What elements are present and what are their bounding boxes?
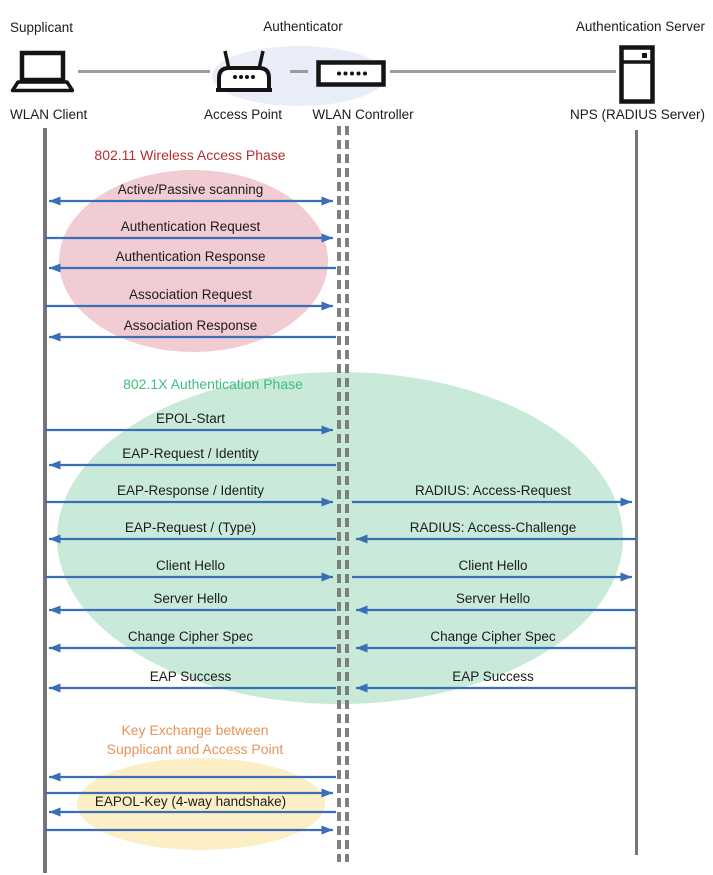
phase3-ellipse: [77, 758, 325, 850]
message-label: EAP Success: [149, 669, 232, 684]
message-label: Association Response: [123, 318, 258, 333]
phase1-title: 802.11 Wireless Access Phase: [94, 147, 286, 163]
phase3-title-line2: Supplicant and Access Point: [106, 741, 284, 757]
message-label: Authentication Request: [120, 219, 261, 234]
message-label: EAP-Response / Identity: [116, 483, 265, 498]
wlan-controller-icon: [316, 60, 386, 87]
message-label: Server Hello: [455, 591, 531, 606]
role-auth-server-label: Authentication Server: [575, 19, 705, 34]
message-label: EPOL-Start: [155, 411, 226, 426]
access-point-icon: [216, 50, 272, 92]
device-access-point-label: Access Point: [203, 107, 283, 122]
laptop-icon: [10, 50, 74, 93]
wlan-controller-lifeline-left: [337, 126, 341, 862]
message-label: Association Request: [128, 287, 253, 302]
connector-ap-controller: [290, 70, 308, 73]
message-label: Active/Passive scanning: [117, 182, 264, 197]
message-label: EAP Success: [452, 669, 534, 684]
message-label: EAP-Request / (Type): [124, 520, 257, 535]
wlan-controller-lifeline-right: [345, 126, 349, 862]
message-label: Change Cipher Spec: [430, 629, 556, 644]
device-nps-label: NPS (RADIUS Server): [569, 107, 705, 122]
connector-client-ap: [78, 70, 210, 73]
server-icon: [619, 45, 655, 104]
wlan-client-lifeline: [43, 128, 47, 873]
message-label: Authentication Response: [115, 249, 266, 264]
device-wlan-controller-label: WLAN Controller: [312, 107, 414, 122]
role-authenticator-label: Authenticator: [263, 19, 343, 34]
message-label: Client Hello: [155, 558, 226, 573]
message-label: RADIUS: Access-Request: [414, 483, 572, 498]
message-label: RADIUS: Access-Challenge: [409, 520, 577, 535]
role-supplicant-label: Supplicant: [10, 20, 74, 35]
connector-controller-server: [390, 70, 616, 73]
message-label: EAPOL-Key (4-way handshake): [94, 794, 287, 809]
message-label: Client Hello: [458, 558, 528, 573]
phase2-title: 802.1X Authentication Phase: [123, 376, 303, 392]
message-label: Change Cipher Spec: [127, 629, 254, 644]
nps-lifeline: [635, 130, 638, 855]
message-label: Server Hello: [153, 591, 228, 606]
phase3-title-line1: Key Exchange between: [121, 722, 269, 738]
device-wlan-client-label: WLAN Client: [10, 107, 88, 122]
message-label: EAP-Request / Identity: [122, 446, 259, 461]
